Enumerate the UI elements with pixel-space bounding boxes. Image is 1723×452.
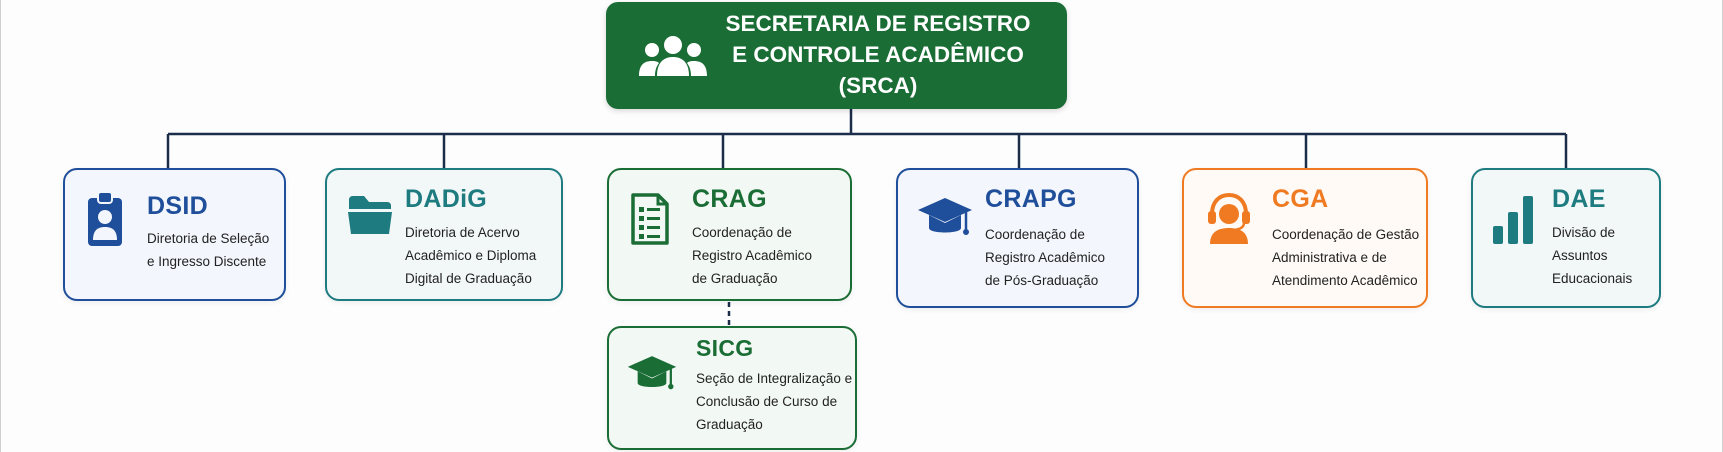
dsid-abbr: DSID [147, 192, 208, 220]
crag-box: CRAG Coordenação de Registro Acadêmico d… [607, 168, 852, 301]
dadig-abbr: DADiG [405, 185, 488, 213]
dadig-description: Diretoria de Acervo Acadêmico e Diploma … [405, 225, 537, 286]
dae-abbr: DAE [1552, 185, 1606, 213]
id-badge-icon [88, 191, 122, 246]
cga-box: CGA Coordenação de Gestão Administrativa… [1182, 168, 1428, 308]
graduation-cap-icon [627, 356, 677, 390]
dae-description: Divisão de Assuntos Educacionais [1552, 225, 1633, 286]
headset-agent-icon [1208, 192, 1250, 244]
sicg-box: SICG Seção de Integralização e Conclusão… [607, 326, 857, 450]
crapg-box: CRAPG Coordenação de Registro Acadêmico … [896, 168, 1139, 308]
bar-chart-icon [1493, 196, 1533, 244]
graduation-cap-icon [918, 198, 972, 235]
dae-box: DAE Divisão de Assuntos Educacionais [1471, 168, 1661, 308]
dadig-box: DADiG Diretoria de Acervo Acadêmico e Di… [325, 168, 563, 301]
folder-icon [348, 196, 392, 234]
crapg-abbr: CRAPG [985, 185, 1077, 213]
left-frame-border [0, 0, 1, 452]
srca-title: SECRETARIA DE REGISTRO E CONTROLE ACADÊM… [725, 11, 1031, 98]
checklist-document-icon [631, 193, 669, 245]
crag-abbr: CRAG [692, 185, 767, 213]
crag-description: Coordenação de Registro Acadêmico de Gra… [692, 225, 813, 286]
sicg-abbr: SICG [696, 335, 754, 361]
srca-root-box: SECRETARIA DE REGISTRO E CONTROLE ACADÊM… [606, 2, 1067, 109]
people-group-icon [639, 36, 707, 76]
sicg-description: Seção de Integralização e Conclusão de C… [696, 371, 853, 432]
crapg-description: Coordenação de Registro Acadêmico de Pós… [985, 227, 1106, 288]
cga-description: Coordenação de Gestão Administrativa e d… [1272, 227, 1420, 288]
dsid-description: Diretoria de Seleção e Ingresso Discente [147, 231, 270, 269]
dsid-box: DSID Diretoria de Seleção e Ingresso Dis… [63, 168, 286, 301]
cga-abbr: CGA [1272, 185, 1329, 213]
